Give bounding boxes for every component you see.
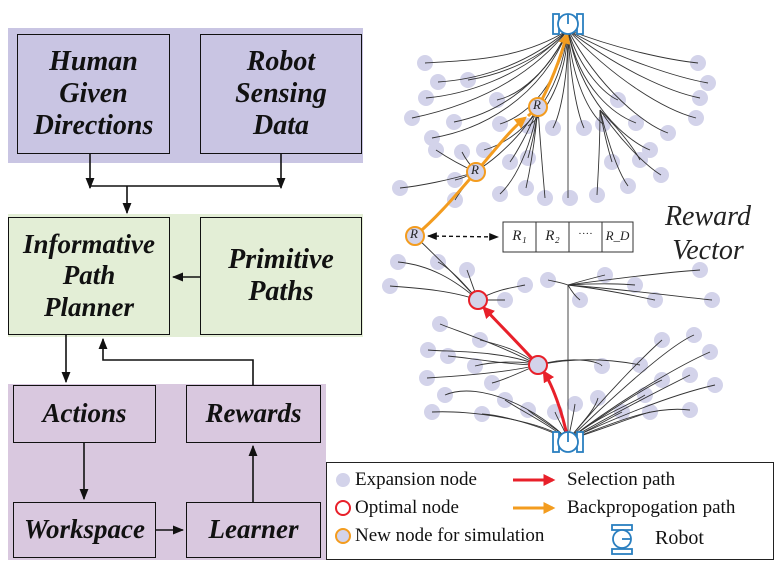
robot-top-icon <box>552 13 584 35</box>
human-given-directions-box: Human Given Directions <box>17 34 170 154</box>
node-label-1: R <box>533 97 541 112</box>
upper-tree <box>392 29 716 208</box>
reward-cell-1: R₁ <box>512 228 527 244</box>
legend-optimal-node-icon <box>335 500 351 516</box>
reward-cell-2: R₂ <box>545 228 560 244</box>
workspace-label: Workspace <box>24 514 145 545</box>
informative-path-planner-box: Informative Path Planner <box>8 217 170 335</box>
rewards-box: Rewards <box>186 385 321 443</box>
actions-label: Actions <box>42 398 127 429</box>
legend-expansion-node-label: Expansion node <box>355 469 477 490</box>
dashed-reward-link <box>427 232 499 241</box>
lower-tree-expansion-nodes <box>382 254 723 422</box>
optimal-nodes <box>468 290 548 375</box>
workspace-box: Workspace <box>13 502 156 558</box>
legend-symbols <box>335 473 633 555</box>
new-node-1 <box>528 97 548 117</box>
node-label-2: R <box>471 162 479 177</box>
selection-path <box>482 306 570 441</box>
flow-arrows <box>61 154 286 535</box>
robot-sensing-data-box: Robot Sensing Data <box>200 34 362 154</box>
legend-selection-path-label: Selection path <box>567 469 676 490</box>
learner-box: Learner <box>186 502 321 558</box>
actions-box: Actions <box>13 385 156 443</box>
legend-optimal-node-label: Optimal node <box>355 497 459 518</box>
lower-tree <box>382 235 723 441</box>
reward-cell-4: R_D <box>605 228 630 243</box>
new-simulation-nodes <box>405 97 548 246</box>
rewards-label: Rewards <box>205 398 302 429</box>
learner-label: Learner <box>208 514 299 545</box>
legend: Expansion node Optimal node New node for… <box>326 462 774 560</box>
node-label-3: R <box>410 226 418 241</box>
upper-tree-expansion-nodes <box>392 55 716 208</box>
optimal-node-2 <box>528 355 548 375</box>
primitive-paths-label: Primitive Paths <box>228 243 334 307</box>
robot-bottom-icon <box>552 431 584 453</box>
arrow-rewards-to-planner <box>98 337 254 385</box>
legend-robot-label: Robot <box>655 527 704 549</box>
optimal-node-1 <box>468 290 488 310</box>
reward-vector-title: Reward Vector <box>664 201 752 267</box>
legend-backpropagation-path-label: Backpropogation path <box>567 497 736 518</box>
legend-robot-icon <box>611 524 633 555</box>
new-node-2 <box>466 162 486 182</box>
reward-cell-3: ···· <box>578 228 593 240</box>
legend-expansion-node-icon <box>336 473 350 487</box>
legend-new-node-icon <box>335 528 351 544</box>
reward-vector-box <box>502 221 634 253</box>
robot-sensing-data-label: Robot Sensing Data <box>235 45 327 142</box>
legend-new-node-label: New node for simulation <box>355 525 545 546</box>
primitive-paths-box: Primitive Paths <box>200 217 362 335</box>
new-node-3 <box>405 226 425 246</box>
informative-path-planner-label: Informative Path Planner <box>23 229 155 322</box>
human-given-directions-label: Human Given Directions <box>33 45 154 142</box>
